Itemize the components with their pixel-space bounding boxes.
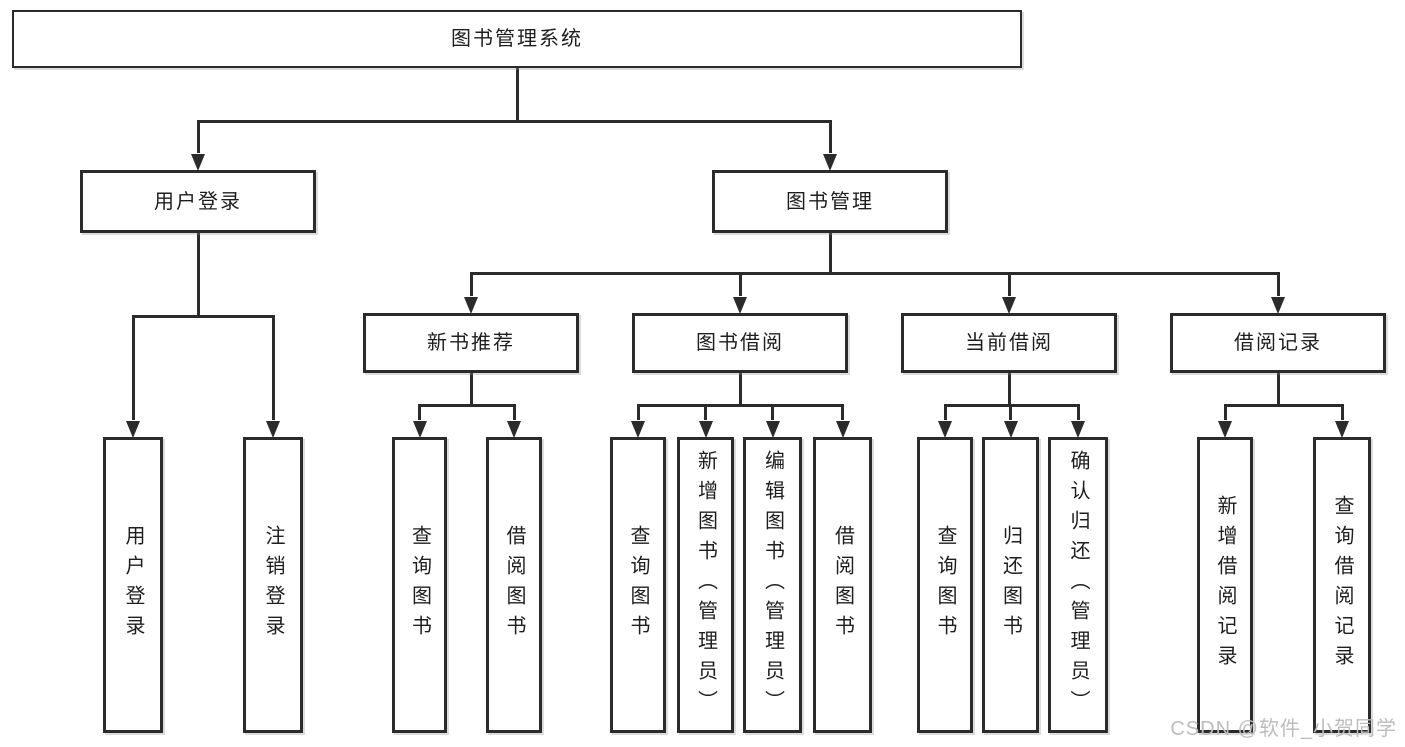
node-borrow-records: 借阅记录: [1170, 313, 1386, 373]
connector-drop-new-book-rec: [469, 272, 473, 296]
connector-drop-current-borrow: [1007, 272, 1011, 296]
connector-drop-leaf-add-books: [704, 404, 707, 420]
watermark: CSDN @软件_小贺同学: [1170, 718, 1397, 740]
connector-rail-user-login: [131, 315, 275, 318]
connector-drop-leaf-query-books-c: [943, 404, 947, 420]
connector-stem-book-mgmt: [828, 233, 832, 275]
arrowhead-down-icon-current-borrow: [1002, 297, 1016, 314]
connector-stem-user-login: [196, 233, 200, 318]
node-label-leaf-return-books: 归还图书: [999, 525, 1022, 645]
node-leaf-query-books-c: 查询图书: [917, 437, 973, 733]
connector-stem-new-book-rec: [469, 373, 473, 407]
node-label-leaf-query-borrow-record: 查询借阅记录: [1331, 495, 1353, 675]
node-book-mgmt: 图书管理: [712, 170, 948, 233]
node-leaf-query-borrow-record: 查询借阅记录: [1313, 437, 1371, 733]
arrowhead-down-icon-leaf-borrow-books-b: [835, 421, 850, 438]
node-leaf-user-login: 用户登录: [103, 437, 163, 733]
connector-drop-leaf-logout: [271, 315, 275, 420]
node-user-login: 用户登录: [80, 170, 316, 233]
arrowhead-down-icon-leaf-query-borrow-record: [1335, 421, 1349, 438]
arrowhead-down-icon-leaf-query-books-a: [412, 421, 427, 438]
connector-rail-book-borrow: [636, 404, 844, 407]
node-label-book-mgmt: 图书管理: [786, 190, 874, 213]
arrowhead-down-icon-leaf-return-books: [1003, 421, 1018, 438]
node-label-leaf-add-borrow-record: 新增借阅记录: [1214, 495, 1236, 675]
arrowhead-down-icon-leaf-logout: [266, 421, 280, 438]
connector-drop-leaf-user-login: [131, 315, 135, 420]
node-label-leaf-borrow-books-b: 借阅图书: [831, 525, 854, 645]
node-label-user-login: 用户登录: [154, 190, 242, 213]
node-book-borrow: 图书借阅: [632, 313, 848, 373]
node-label-leaf-edit-books: 编辑图书（管理员）: [761, 450, 784, 720]
node-label-leaf-user-login: 用户登录: [122, 525, 144, 645]
connector-rail-borrow-records: [1223, 404, 1344, 407]
node-current-borrow: 当前借阅: [901, 313, 1117, 373]
node-leaf-query-books-b: 查询图书: [610, 437, 666, 733]
node-leaf-add-books: 新增图书（管理员）: [677, 437, 734, 733]
node-label-borrow-records: 借阅记录: [1234, 332, 1322, 354]
connector-stem-root: [515, 68, 519, 123]
node-label-leaf-logout: 注销登录: [262, 525, 284, 645]
node-label-leaf-borrow-books-a: 借阅图书: [503, 525, 525, 645]
connector-rail-book-mgmt: [469, 272, 1280, 275]
arrowhead-down-icon-leaf-query-books-c: [938, 421, 952, 438]
node-new-book-rec: 新书推荐: [363, 313, 579, 373]
node-leaf-borrow-books-b: 借阅图书: [813, 437, 872, 733]
connector-drop-leaf-query-borrow-record: [1340, 404, 1344, 420]
node-label-leaf-query-books-c: 查询图书: [934, 525, 956, 645]
node-root: 图书管理系统: [12, 10, 1022, 68]
connector-drop-leaf-add-borrow-record: [1223, 404, 1227, 420]
node-label-leaf-query-books-b: 查询图书: [627, 525, 649, 645]
connector-drop-book-borrow: [738, 272, 742, 296]
arrowhead-down-icon-new-book-rec: [464, 297, 478, 314]
node-leaf-return-books: 归还图书: [982, 437, 1039, 733]
node-leaf-confirm-return: 确认归还（管理员）: [1048, 437, 1108, 733]
connector-stem-current-borrow: [1007, 373, 1011, 407]
arrowhead-down-icon-leaf-borrow-books-a: [507, 421, 521, 438]
connector-drop-leaf-edit-books: [771, 404, 774, 420]
connector-drop-leaf-return-books: [1009, 404, 1012, 420]
node-leaf-borrow-books-a: 借阅图书: [486, 437, 542, 733]
arrowhead-down-icon-leaf-confirm-return: [1071, 421, 1085, 438]
arrowhead-down-icon-leaf-query-books-b: [631, 421, 645, 438]
arrowhead-down-icon-leaf-add-borrow-record: [1218, 421, 1232, 438]
connector-drop-leaf-query-books-b: [636, 404, 640, 420]
connector-drop-leaf-borrow-books-b: [841, 404, 844, 420]
arrowhead-down-icon-user-login: [191, 154, 205, 171]
connector-rail-root: [196, 120, 832, 123]
node-leaf-add-borrow-record: 新增借阅记录: [1197, 437, 1253, 733]
node-label-leaf-add-books: 新增图书（管理员）: [694, 450, 717, 720]
arrowhead-down-icon-leaf-edit-books: [765, 421, 780, 438]
node-label-leaf-confirm-return: 确认归还（管理员）: [1067, 450, 1089, 720]
arrowhead-down-icon-book-borrow: [733, 297, 747, 314]
connector-drop-leaf-query-books-a: [418, 404, 421, 420]
connector-drop-book-mgmt: [828, 120, 832, 153]
connector-drop-leaf-confirm-return: [1076, 404, 1080, 420]
arrowhead-down-icon-leaf-add-books: [698, 421, 713, 438]
connector-stem-borrow-records: [1276, 373, 1280, 407]
connector-rail-new-book-rec: [418, 404, 516, 407]
node-leaf-query-books-a: 查询图书: [392, 437, 447, 733]
node-label-new-book-rec: 新书推荐: [427, 332, 515, 354]
node-leaf-logout: 注销登录: [243, 437, 303, 733]
node-label-leaf-query-books-a: 查询图书: [408, 525, 431, 645]
connector-drop-borrow-records: [1276, 272, 1280, 296]
connector-drop-leaf-borrow-books-a: [512, 404, 516, 420]
node-leaf-edit-books: 编辑图书（管理员）: [743, 437, 802, 733]
node-label-current-borrow: 当前借阅: [965, 332, 1053, 354]
arrowhead-down-icon-book-mgmt: [823, 154, 837, 171]
connector-drop-user-login: [196, 120, 200, 153]
node-label-root: 图书管理系统: [451, 28, 583, 50]
node-label-book-borrow: 图书借阅: [696, 332, 784, 354]
arrowhead-down-icon-leaf-user-login: [126, 421, 140, 438]
arrowhead-down-icon-borrow-records: [1271, 297, 1285, 314]
connector-stem-book-borrow: [738, 373, 742, 407]
